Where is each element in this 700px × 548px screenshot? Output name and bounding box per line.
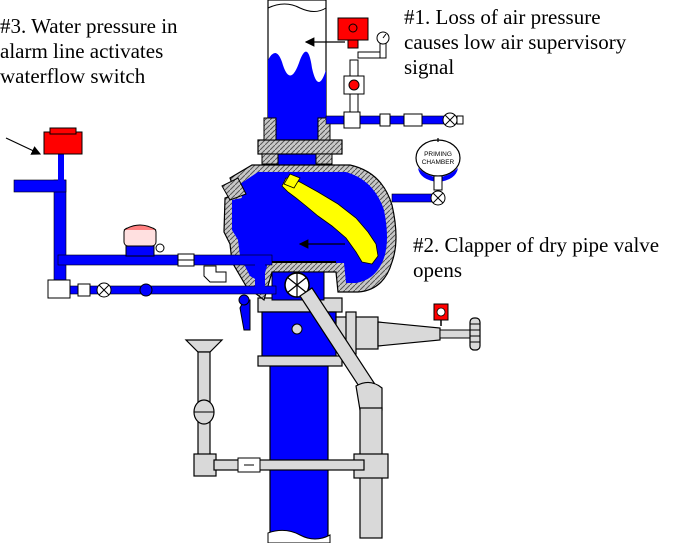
priming-chamber-water xyxy=(418,168,458,182)
air-supply-fitting xyxy=(379,113,391,127)
caption-step-1: #1. Loss of air pressure causes low air … xyxy=(404,5,626,80)
alarm-drain-elbow xyxy=(203,265,227,283)
air-gauge-pipe xyxy=(357,51,383,59)
alarm-device-body xyxy=(123,227,157,247)
lower-line-elbow xyxy=(47,279,71,299)
waterflow-switch-arrow xyxy=(5,137,42,155)
alarm-line-branch xyxy=(13,179,67,193)
drain-valve-cone xyxy=(377,321,441,347)
trim-elbow xyxy=(193,453,217,477)
upper-riser-break xyxy=(267,3,327,12)
caption-step-3-line-2: alarm line activates xyxy=(0,39,164,63)
priming-chamber xyxy=(415,139,461,177)
caption-step-3: #3. Water pressure in alarm line activat… xyxy=(0,14,178,89)
clapper xyxy=(281,177,379,265)
caption-step-2: #2. Clapper of dry pipe valve opens xyxy=(413,233,659,283)
upper-flange-left-lug xyxy=(261,153,279,165)
waterflow-switch-riser xyxy=(58,150,64,182)
priming-chamber-pipe xyxy=(391,193,437,203)
caption-step-2-line-2: opens xyxy=(413,258,462,282)
drain-elbow xyxy=(355,381,383,411)
caption-step-1-line-1: #1. Loss of air pressure xyxy=(404,5,601,29)
lower-line-union xyxy=(77,283,91,297)
caption-step-2-line-1: #2. Clapper of dry pipe valve xyxy=(413,233,660,257)
priming-chamber-label-1: PRIMING xyxy=(424,151,452,158)
flange-bolt xyxy=(291,323,303,335)
clapper-hinge xyxy=(283,173,301,189)
lower-riser-break xyxy=(267,529,331,544)
upper-flange xyxy=(257,139,343,155)
trim-funnel xyxy=(184,339,224,353)
drain-valve-handwheel xyxy=(469,317,481,351)
waterflow-switch xyxy=(43,131,83,155)
caption-step-1-line-2: causes low air supervisory xyxy=(404,30,627,54)
alarm-line-vertical xyxy=(53,179,67,293)
caption-step-1-line-3: signal xyxy=(404,55,455,79)
upper-flange-left-ear xyxy=(263,117,277,141)
alarm-line-horizontal-upper xyxy=(57,254,273,266)
priming-chamber-label-2: CHAMBER xyxy=(422,159,455,166)
trim-horizontal-pipe xyxy=(213,459,365,471)
caption-step-3-line-3: waterflow switch xyxy=(0,64,146,88)
lower-line-plug xyxy=(139,283,153,297)
upper-flange-right-lug xyxy=(315,153,333,165)
valve-body-boss xyxy=(221,177,247,201)
alarm-device-valve xyxy=(125,245,155,257)
drain-valve-indicator-dial xyxy=(436,307,446,317)
drain-valve-stem xyxy=(439,329,471,339)
caption-step-3-line-1: #3. Water pressure in xyxy=(0,14,178,38)
lower-flange-bottom xyxy=(257,355,343,367)
alarm-line-connector xyxy=(255,262,265,292)
